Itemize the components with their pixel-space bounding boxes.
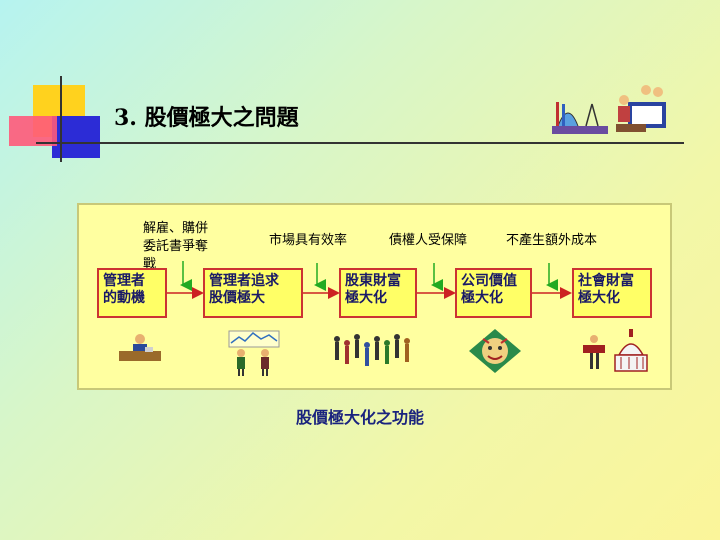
mask-clipart-icon [469, 329, 521, 373]
box-social-wealth: 社會財富 極大化 [572, 268, 652, 318]
box-social-wealth-line1: 社會財富 [578, 273, 634, 289]
tools-clipart-icon [552, 102, 608, 134]
box-manager-pursue: 管理者追求 股價極大 [203, 268, 303, 318]
box-firm-value-line2: 極大化 [461, 290, 503, 306]
box-firm-value-line1: 公司價值 [461, 273, 517, 289]
label-creditor-protected: 債權人受保障 [389, 233, 468, 248]
crowd-clipart-icon [334, 334, 410, 366]
box-shareholder-wealth-line2: 極大化 [345, 290, 387, 306]
label-takeover: 解雇、購併 [143, 221, 209, 236]
stock-chart-people-clipart-icon [228, 330, 280, 376]
box-social-wealth-line2: 極大化 [578, 290, 620, 306]
manager-desk-clipart-icon [119, 334, 161, 361]
diagram-panel: 解雇、購併 委託書爭奪 戰 市場具有效率 債權人受保障 不產生額外成本 管理者 … [77, 203, 672, 390]
label-no-extra-cost: 不產生額外成本 [506, 233, 598, 248]
box-shareholder-wealth-line1: 股東財富 [345, 273, 401, 289]
meeting-clipart-icon [616, 85, 666, 132]
box-manager-motive: 管理者 的動機 [97, 268, 167, 318]
decor-vertical-line [60, 76, 62, 162]
page-title: 3. 股價極大之問題 [114, 105, 299, 131]
box-shareholder-wealth: 股東財富 極大化 [339, 268, 417, 318]
label-efficient-market: 市場具有效率 [269, 233, 348, 248]
box-manager-motive-line1: 管理者 [103, 273, 145, 289]
box-manager-pursue-line1: 管理者追求 [209, 273, 279, 289]
flow-arrows [167, 261, 572, 299]
decor-pink-square [9, 116, 57, 146]
diagram-caption: 股價極大化之功能 [295, 408, 424, 427]
label-proxy-fight: 委託書爭奪 [143, 239, 209, 254]
capitol-clipart-icon [583, 329, 648, 372]
box-firm-value: 公司價值 極大化 [455, 268, 532, 318]
title-rule [36, 142, 684, 144]
box-manager-pursue-line2: 股價極大 [209, 290, 265, 306]
box-manager-motive-line2: 的動機 [103, 290, 145, 306]
